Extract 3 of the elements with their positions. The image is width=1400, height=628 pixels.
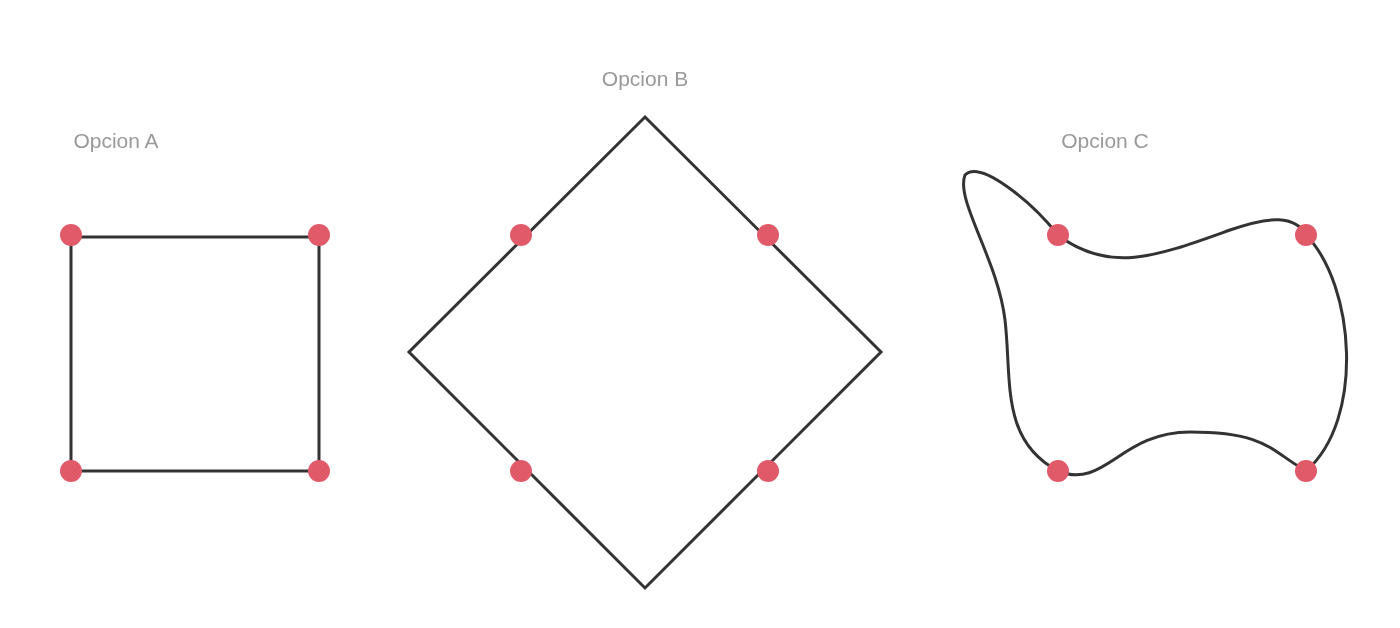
option-label: Opcion A	[73, 129, 159, 153]
option-label: Opcion B	[601, 67, 689, 91]
option-label: Opcion C	[1061, 129, 1149, 153]
